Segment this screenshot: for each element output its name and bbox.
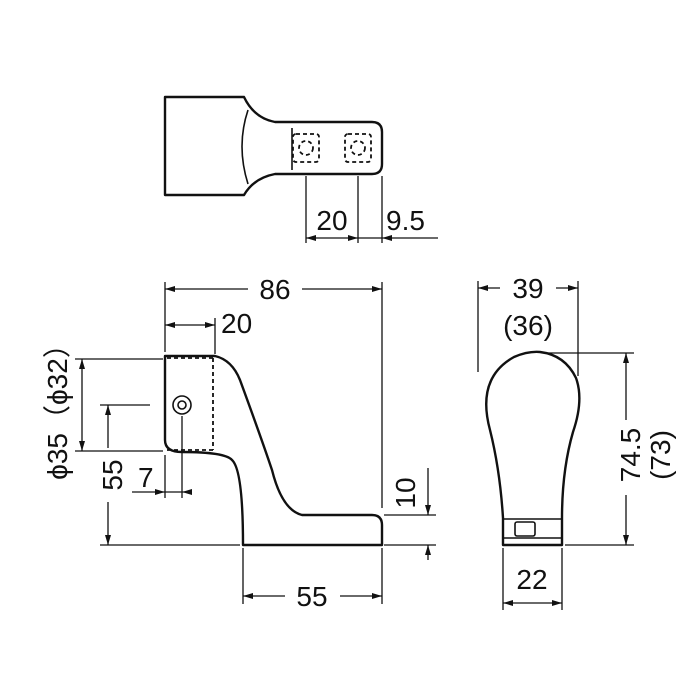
side-view: 39 (36) 74.5 (73) 22 — [477, 273, 676, 610]
arrowhead — [382, 235, 392, 241]
pipe-socket-hidden-outline — [167, 357, 214, 451]
mounting-hole-left — [292, 133, 320, 163]
arrowhead — [568, 285, 578, 291]
arrowhead — [425, 545, 431, 555]
arrowhead — [105, 535, 111, 545]
set-screw — [172, 395, 192, 415]
dim-side-width-alt: (36) — [503, 310, 553, 341]
front-view: 86 20 ϕ35（ϕ32） 55 7 — [42, 274, 436, 612]
arrowhead — [503, 600, 513, 606]
dim-side-width: 39 — [512, 273, 543, 304]
arrowhead — [243, 593, 253, 599]
dim-hole-height: 55 — [97, 459, 128, 490]
arrowhead — [348, 235, 358, 241]
arrowhead — [155, 489, 165, 495]
dim-pipe-socket-length: 20 — [221, 308, 252, 339]
top-view: 20 9.5 — [163, 95, 438, 243]
arrowhead — [165, 322, 175, 328]
arrowhead — [105, 405, 111, 415]
dim-hole-pitch: 20 — [316, 205, 347, 236]
dim-pipe-diameter: ϕ35（ϕ32） — [42, 330, 73, 480]
arrowhead — [372, 286, 382, 292]
side-view-base-slot — [503, 518, 562, 539]
mounting-hole-right — [344, 133, 372, 163]
arrowhead — [623, 353, 629, 363]
arrowhead — [372, 593, 382, 599]
arrowhead — [478, 285, 488, 291]
dim-overall-length: 86 — [259, 274, 290, 305]
dim-side-base-width: 22 — [516, 564, 547, 595]
arrowhead — [205, 322, 215, 328]
arrowhead — [425, 505, 431, 515]
front-view-outline — [163, 354, 384, 547]
arrowhead — [306, 235, 316, 241]
top-view-outline — [163, 95, 384, 197]
dim-hole-offset: 7 — [138, 462, 154, 493]
top-view-neck-curve — [241, 109, 249, 185]
arrowhead — [79, 359, 85, 369]
dim-base-length: 55 — [296, 581, 327, 612]
side-view-outline — [485, 350, 581, 547]
dim-hole-to-end: 9.5 — [386, 205, 425, 236]
arrowhead — [79, 441, 85, 451]
dim-side-height: 74.5 — [615, 428, 646, 483]
arrowhead — [182, 489, 192, 495]
dim-base-thickness: 10 — [390, 477, 421, 508]
arrowhead — [623, 535, 629, 545]
arrowhead — [552, 600, 562, 606]
arrowhead — [165, 286, 175, 292]
dim-side-height-alt: (73) — [645, 430, 676, 480]
